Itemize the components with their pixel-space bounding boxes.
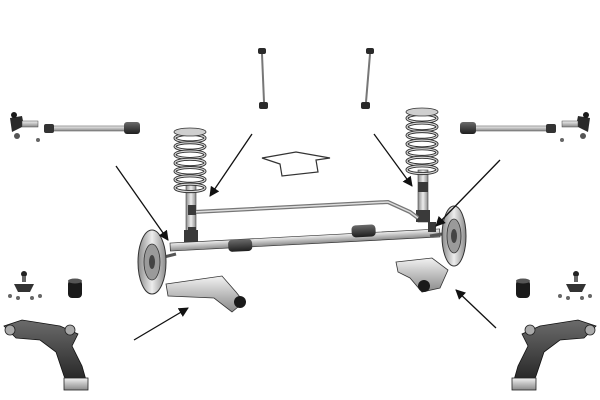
control-arm-right: [511, 319, 597, 391]
stabilizer-link-left: [258, 48, 268, 109]
stabilizer-link-icon: [258, 48, 268, 109]
forward-direction-arrow-icon: [261, 151, 331, 177]
pointer-arrow: [209, 133, 253, 197]
stabilizer-link-right: [361, 48, 374, 109]
coil-spring-strut-right: [405, 107, 439, 223]
tie-rod-end-icon: [10, 112, 40, 142]
bushing-right: [516, 278, 530, 298]
spring-coil: [406, 165, 438, 175]
control-arm-icon: [511, 319, 597, 391]
ball-joint-icon: [558, 271, 592, 300]
inner-tie-rod-left: [44, 122, 140, 134]
bushing-icon: [516, 278, 530, 298]
tie-rod-icon: [44, 122, 140, 134]
pointer-arrow: [435, 159, 501, 227]
pointer-arrows: [115, 133, 501, 341]
coil-spring-strut-left: [173, 127, 207, 242]
tie-rod-end-right: [560, 112, 590, 142]
pointer-arrow: [115, 165, 169, 241]
spring-coil: [174, 183, 206, 193]
coil-spring-icon: [405, 107, 439, 223]
axle-assembly-icon: [137, 182, 467, 313]
ball-joint-right: [558, 271, 592, 300]
coil-spring-icon: [173, 127, 207, 242]
front-axle-assembly: [137, 182, 467, 313]
tie-rod-icon: [460, 122, 556, 134]
control-arm-left: [3, 319, 89, 391]
pointer-arrow: [133, 307, 189, 341]
tie-rod-end-left: [10, 112, 40, 142]
bushing-icon: [68, 278, 82, 298]
pointer-arrow: [373, 133, 413, 187]
bushing-left: [68, 278, 82, 298]
inner-tie-rod-right: [460, 122, 556, 134]
ball-joint-left: [8, 271, 42, 300]
control-arm-icon: [3, 319, 89, 391]
tie-rod-end-icon: [560, 112, 590, 142]
pointer-arrow: [455, 289, 497, 329]
ball-joint-icon: [8, 271, 42, 300]
stabilizer-link-icon: [361, 48, 374, 109]
